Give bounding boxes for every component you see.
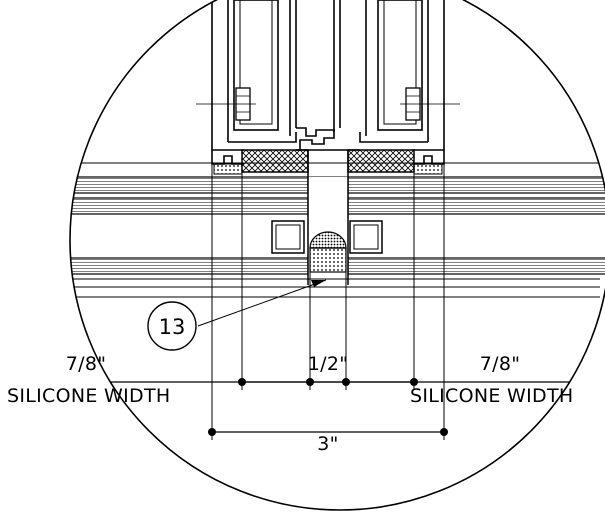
callout-leader [197,279,327,327]
dimension-lines [70,381,600,433]
mullion-frame [211,0,445,165]
dim-center-value: 1/2" [308,353,349,375]
dim-right-value: 7/8" [480,353,521,375]
dim-right-label: SILICONE WIDTH [410,385,573,407]
left-glass-layers [70,176,309,275]
callout-bubble [147,301,197,351]
spacers [271,220,383,254]
silicone-sealant [309,247,347,273]
dim-left-value: 7/8" [66,353,107,375]
bolts [196,87,460,121]
dim-overall: 3" [317,433,338,455]
callout-number: 13 [159,315,186,339]
structural-silicone [213,149,443,175]
detail-contents [70,0,605,440]
joint-gap [307,150,349,285]
right-glass-layers [347,176,605,275]
backer-rod [309,231,347,249]
dim-left-label: SILICONE WIDTH [7,385,170,407]
extension-lines [211,150,445,440]
dimension-dots [208,378,448,436]
detail-circle [69,0,605,511]
